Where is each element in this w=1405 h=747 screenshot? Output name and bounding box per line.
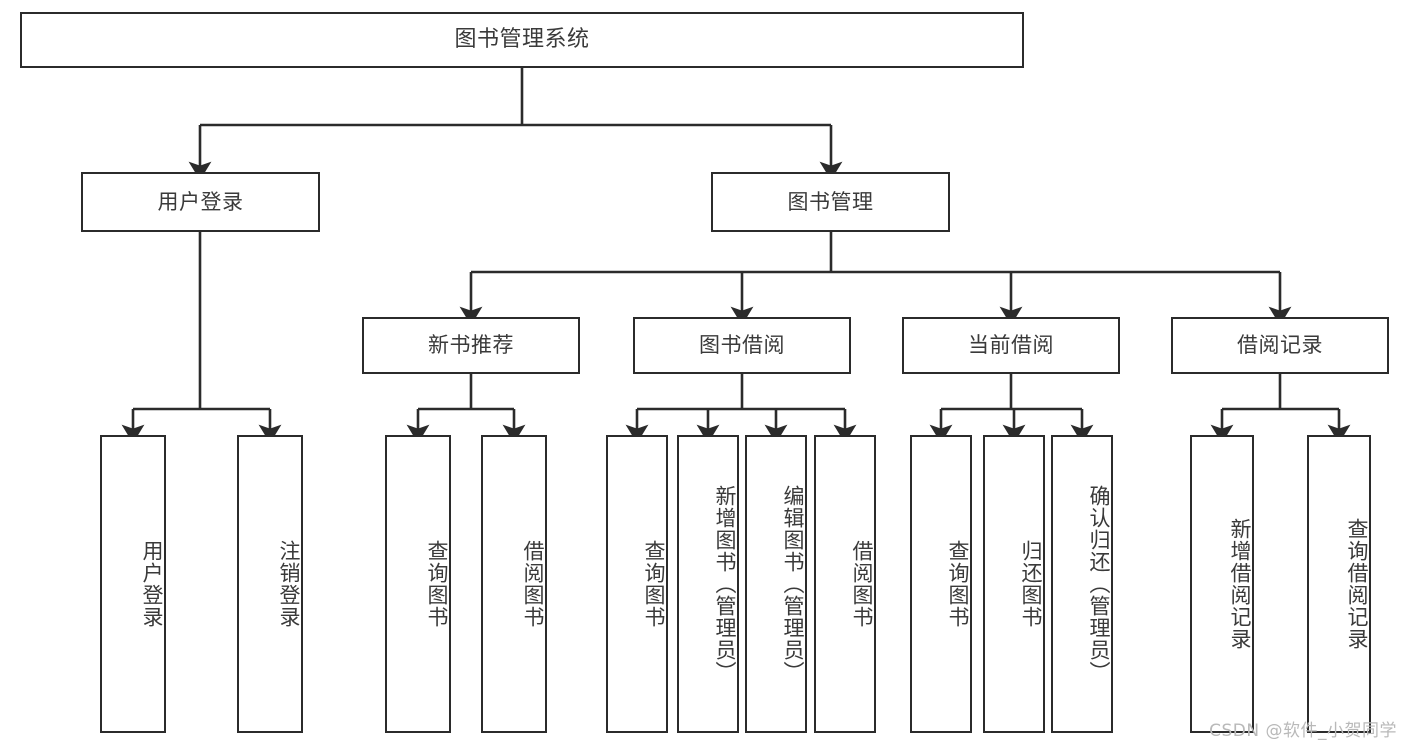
- leaf-confirm-return-label: 确认归还（管理员）: [1087, 485, 1111, 683]
- node-book-manage-label: 图书管理: [787, 189, 874, 214]
- leaf-borrow-book-1[interactable]: 借阅图书: [481, 435, 547, 733]
- leaf-logout-label: 注销登录: [277, 540, 301, 628]
- leaf-edit-book[interactable]: 编辑图书（管理员）: [745, 435, 807, 733]
- node-root-label: 图书管理系统: [454, 27, 590, 53]
- leaf-confirm-return[interactable]: 确认归还（管理员）: [1051, 435, 1113, 733]
- node-borrow-record-label: 借阅记录: [1237, 333, 1323, 358]
- leaf-query-record[interactable]: 查询借阅记录: [1307, 435, 1371, 733]
- node-new-book-recommend-label: 新书推荐: [428, 333, 514, 358]
- node-book-borrow-label: 图书借阅: [699, 333, 785, 358]
- node-book-manage[interactable]: 图书管理: [711, 172, 950, 232]
- leaf-query-book-2-label: 查询图书: [642, 540, 666, 628]
- leaf-add-book-label: 新增图书（管理员）: [713, 485, 737, 683]
- leaf-add-record[interactable]: 新增借阅记录: [1190, 435, 1254, 733]
- leaf-user-login-label: 用户登录: [140, 540, 164, 628]
- leaf-borrow-book-2-label: 借阅图书: [850, 540, 874, 628]
- node-new-book-recommend[interactable]: 新书推荐: [362, 317, 580, 374]
- node-user-login[interactable]: 用户登录: [81, 172, 320, 232]
- node-user-login-label: 用户登录: [157, 189, 244, 214]
- node-book-borrow[interactable]: 图书借阅: [633, 317, 851, 374]
- watermark-text: CSDN @软件_小贺同学: [1209, 721, 1397, 741]
- node-current-borrow-label: 当前借阅: [968, 333, 1054, 358]
- leaf-edit-book-label: 编辑图书（管理员）: [781, 485, 805, 683]
- leaf-add-record-label: 新增借阅记录: [1228, 518, 1252, 650]
- leaf-query-book-1-label: 查询图书: [425, 540, 449, 628]
- leaf-query-book-2[interactable]: 查询图书: [606, 435, 668, 733]
- leaf-logout[interactable]: 注销登录: [237, 435, 303, 733]
- leaf-borrow-book-2[interactable]: 借阅图书: [814, 435, 876, 733]
- leaf-user-login[interactable]: 用户登录: [100, 435, 166, 733]
- node-current-borrow[interactable]: 当前借阅: [902, 317, 1120, 374]
- leaf-return-book-label: 归还图书: [1019, 540, 1043, 628]
- leaf-query-book-3-label: 查询图书: [946, 540, 970, 628]
- leaf-borrow-book-1-label: 借阅图书: [521, 540, 545, 628]
- leaf-return-book[interactable]: 归还图书: [983, 435, 1045, 733]
- leaf-query-record-label: 查询借阅记录: [1345, 518, 1369, 650]
- node-borrow-record[interactable]: 借阅记录: [1171, 317, 1389, 374]
- node-root[interactable]: 图书管理系统: [20, 12, 1024, 68]
- leaf-add-book[interactable]: 新增图书（管理员）: [677, 435, 739, 733]
- leaf-query-book-3[interactable]: 查询图书: [910, 435, 972, 733]
- leaf-query-book-1[interactable]: 查询图书: [385, 435, 451, 733]
